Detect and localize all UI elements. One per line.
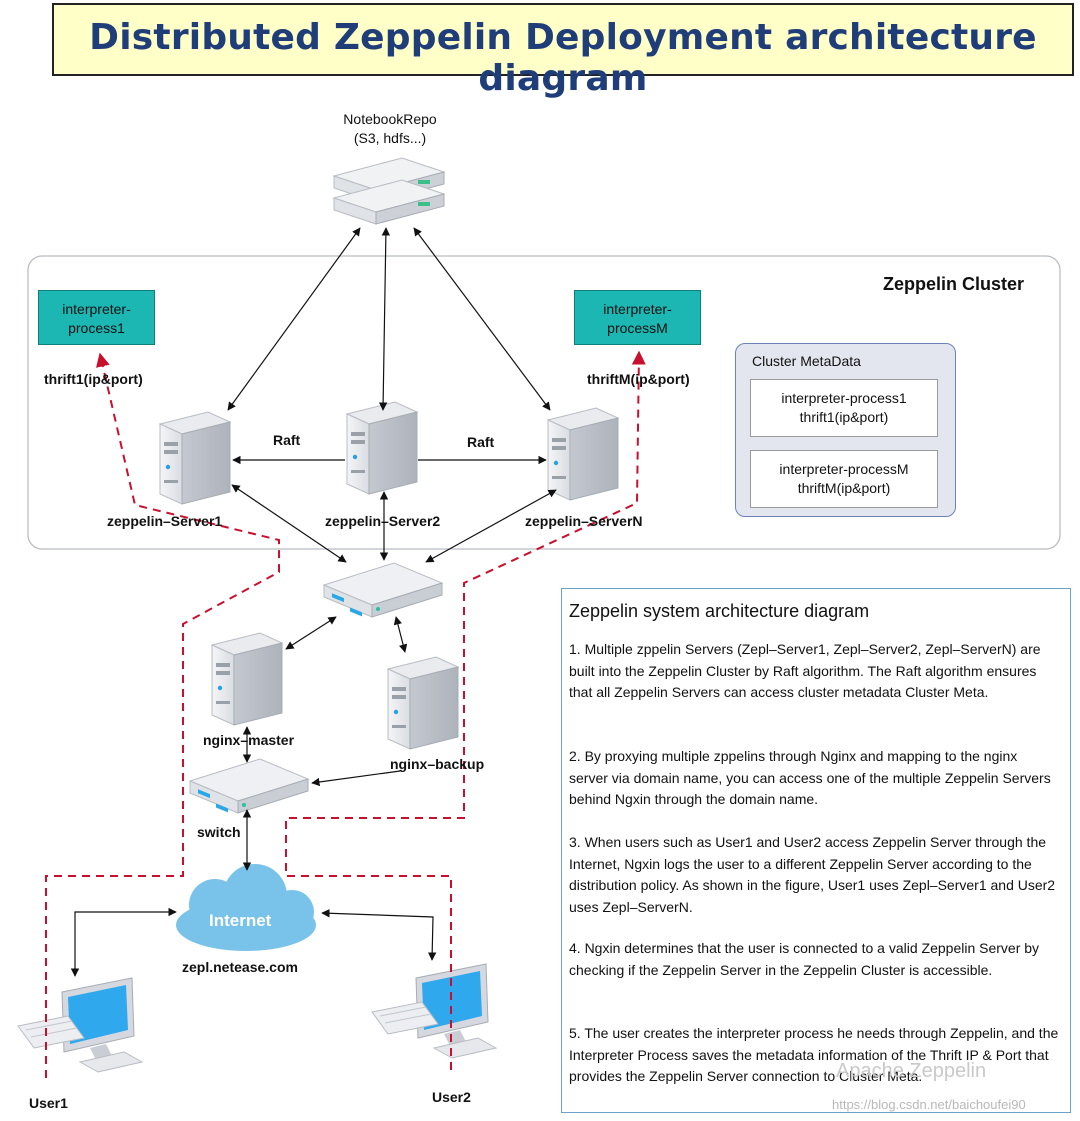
description-paragraph-1: 1. Multiple zppelin Servers (Zepl–Server… — [569, 641, 1041, 700]
thriftM-label: thriftM(ip&port) — [587, 371, 690, 387]
metadata-entry-process1: interpreter-process1 thrift1(ip&port) — [750, 379, 938, 437]
watermark-url: https://blog.csdn.net/baichoufei90 — [832, 1097, 1026, 1112]
metadata-entry2-line1: interpreter-processM — [779, 461, 909, 477]
serverN-label: zeppelin–ServerN — [525, 513, 643, 529]
cluster-label: Zeppelin Cluster — [883, 274, 1025, 294]
interpreter1-line1: interpreter- — [62, 301, 131, 317]
server2-label: zeppelin–Server2 — [325, 513, 441, 529]
server1-icon — [159, 411, 231, 505]
central-switch-icon — [323, 562, 443, 618]
serverN-icon — [547, 407, 619, 501]
description-panel: Zeppelin system architecture diagram 1. … — [561, 588, 1071, 1113]
page-title: Distributed Zeppelin Deployment architec… — [89, 17, 1037, 99]
interpreterM-line1: interpreter- — [603, 301, 672, 317]
user2-computer-icon — [371, 963, 497, 1059]
switch-label: switch — [197, 824, 241, 840]
notebook-repo-subtitle: (S3, hdfs...) — [353, 130, 427, 146]
nginx-backup-label: nginx–backup — [390, 756, 485, 772]
description-paragraph-3: 3. When users such as User1 and User2 ac… — [569, 834, 1056, 915]
domain-label: zepl.netease.com — [182, 959, 298, 975]
nginx-master-icon — [211, 632, 283, 726]
watermark-brand: Apache Zeppelin — [836, 1060, 987, 1082]
nginx-master-label: nginx–master — [203, 732, 295, 748]
nginx-backup-icon — [387, 656, 459, 750]
cluster-metadata-title: Cluster MetaData — [752, 353, 861, 369]
internet-label: Internet — [209, 911, 272, 930]
metadata-entry-processM: interpreter-processM thriftM(ip&port) — [750, 450, 938, 508]
raft-label-left: Raft — [273, 432, 301, 448]
server1-label: zeppelin–Server1 — [107, 513, 223, 529]
interpreter-process1-box: interpreter- process1 — [38, 290, 155, 345]
user2-label: User2 — [432, 1089, 471, 1105]
description-heading: Zeppelin system architecture diagram — [569, 601, 870, 621]
description-paragraph-2: 2. By proxying multiple zppelins through… — [569, 748, 1051, 807]
raft-label-right: Raft — [467, 434, 495, 450]
interpreter1-line2: process1 — [68, 320, 125, 336]
interpreter-processM-box: interpreter- processM — [574, 290, 701, 345]
metadata-entry2-line2: thriftM(ip&port) — [797, 480, 891, 496]
notebook-repo-title: NotebookRepo — [343, 111, 437, 127]
switch-icon — [189, 758, 309, 814]
internet-cloud-icon — [176, 864, 316, 951]
description-paragraph-5: 5. The user creates the interpreter proc… — [569, 1025, 1059, 1084]
description-paragraph-4: 4. Ngxin determines that the user is con… — [569, 940, 1040, 978]
title-banner: Distributed Zeppelin Deployment architec… — [52, 3, 1074, 99]
notebook-repo-server-icon — [333, 157, 445, 225]
notebook-repo-label: NotebookRepo (S3, hdfs...) — [330, 111, 450, 146]
interpreterM-line2: processM — [607, 320, 668, 336]
user1-computer-icon — [17, 977, 143, 1073]
server2-icon — [346, 401, 418, 495]
metadata-entry1-line1: interpreter-process1 — [781, 390, 907, 406]
thrift1-label: thrift1(ip&port) — [44, 371, 143, 387]
cluster-metadata-panel: Cluster MetaData interpreter-process1 th… — [735, 343, 956, 517]
metadata-entry1-line2: thrift1(ip&port) — [799, 409, 889, 425]
user1-label: User1 — [29, 1095, 68, 1111]
